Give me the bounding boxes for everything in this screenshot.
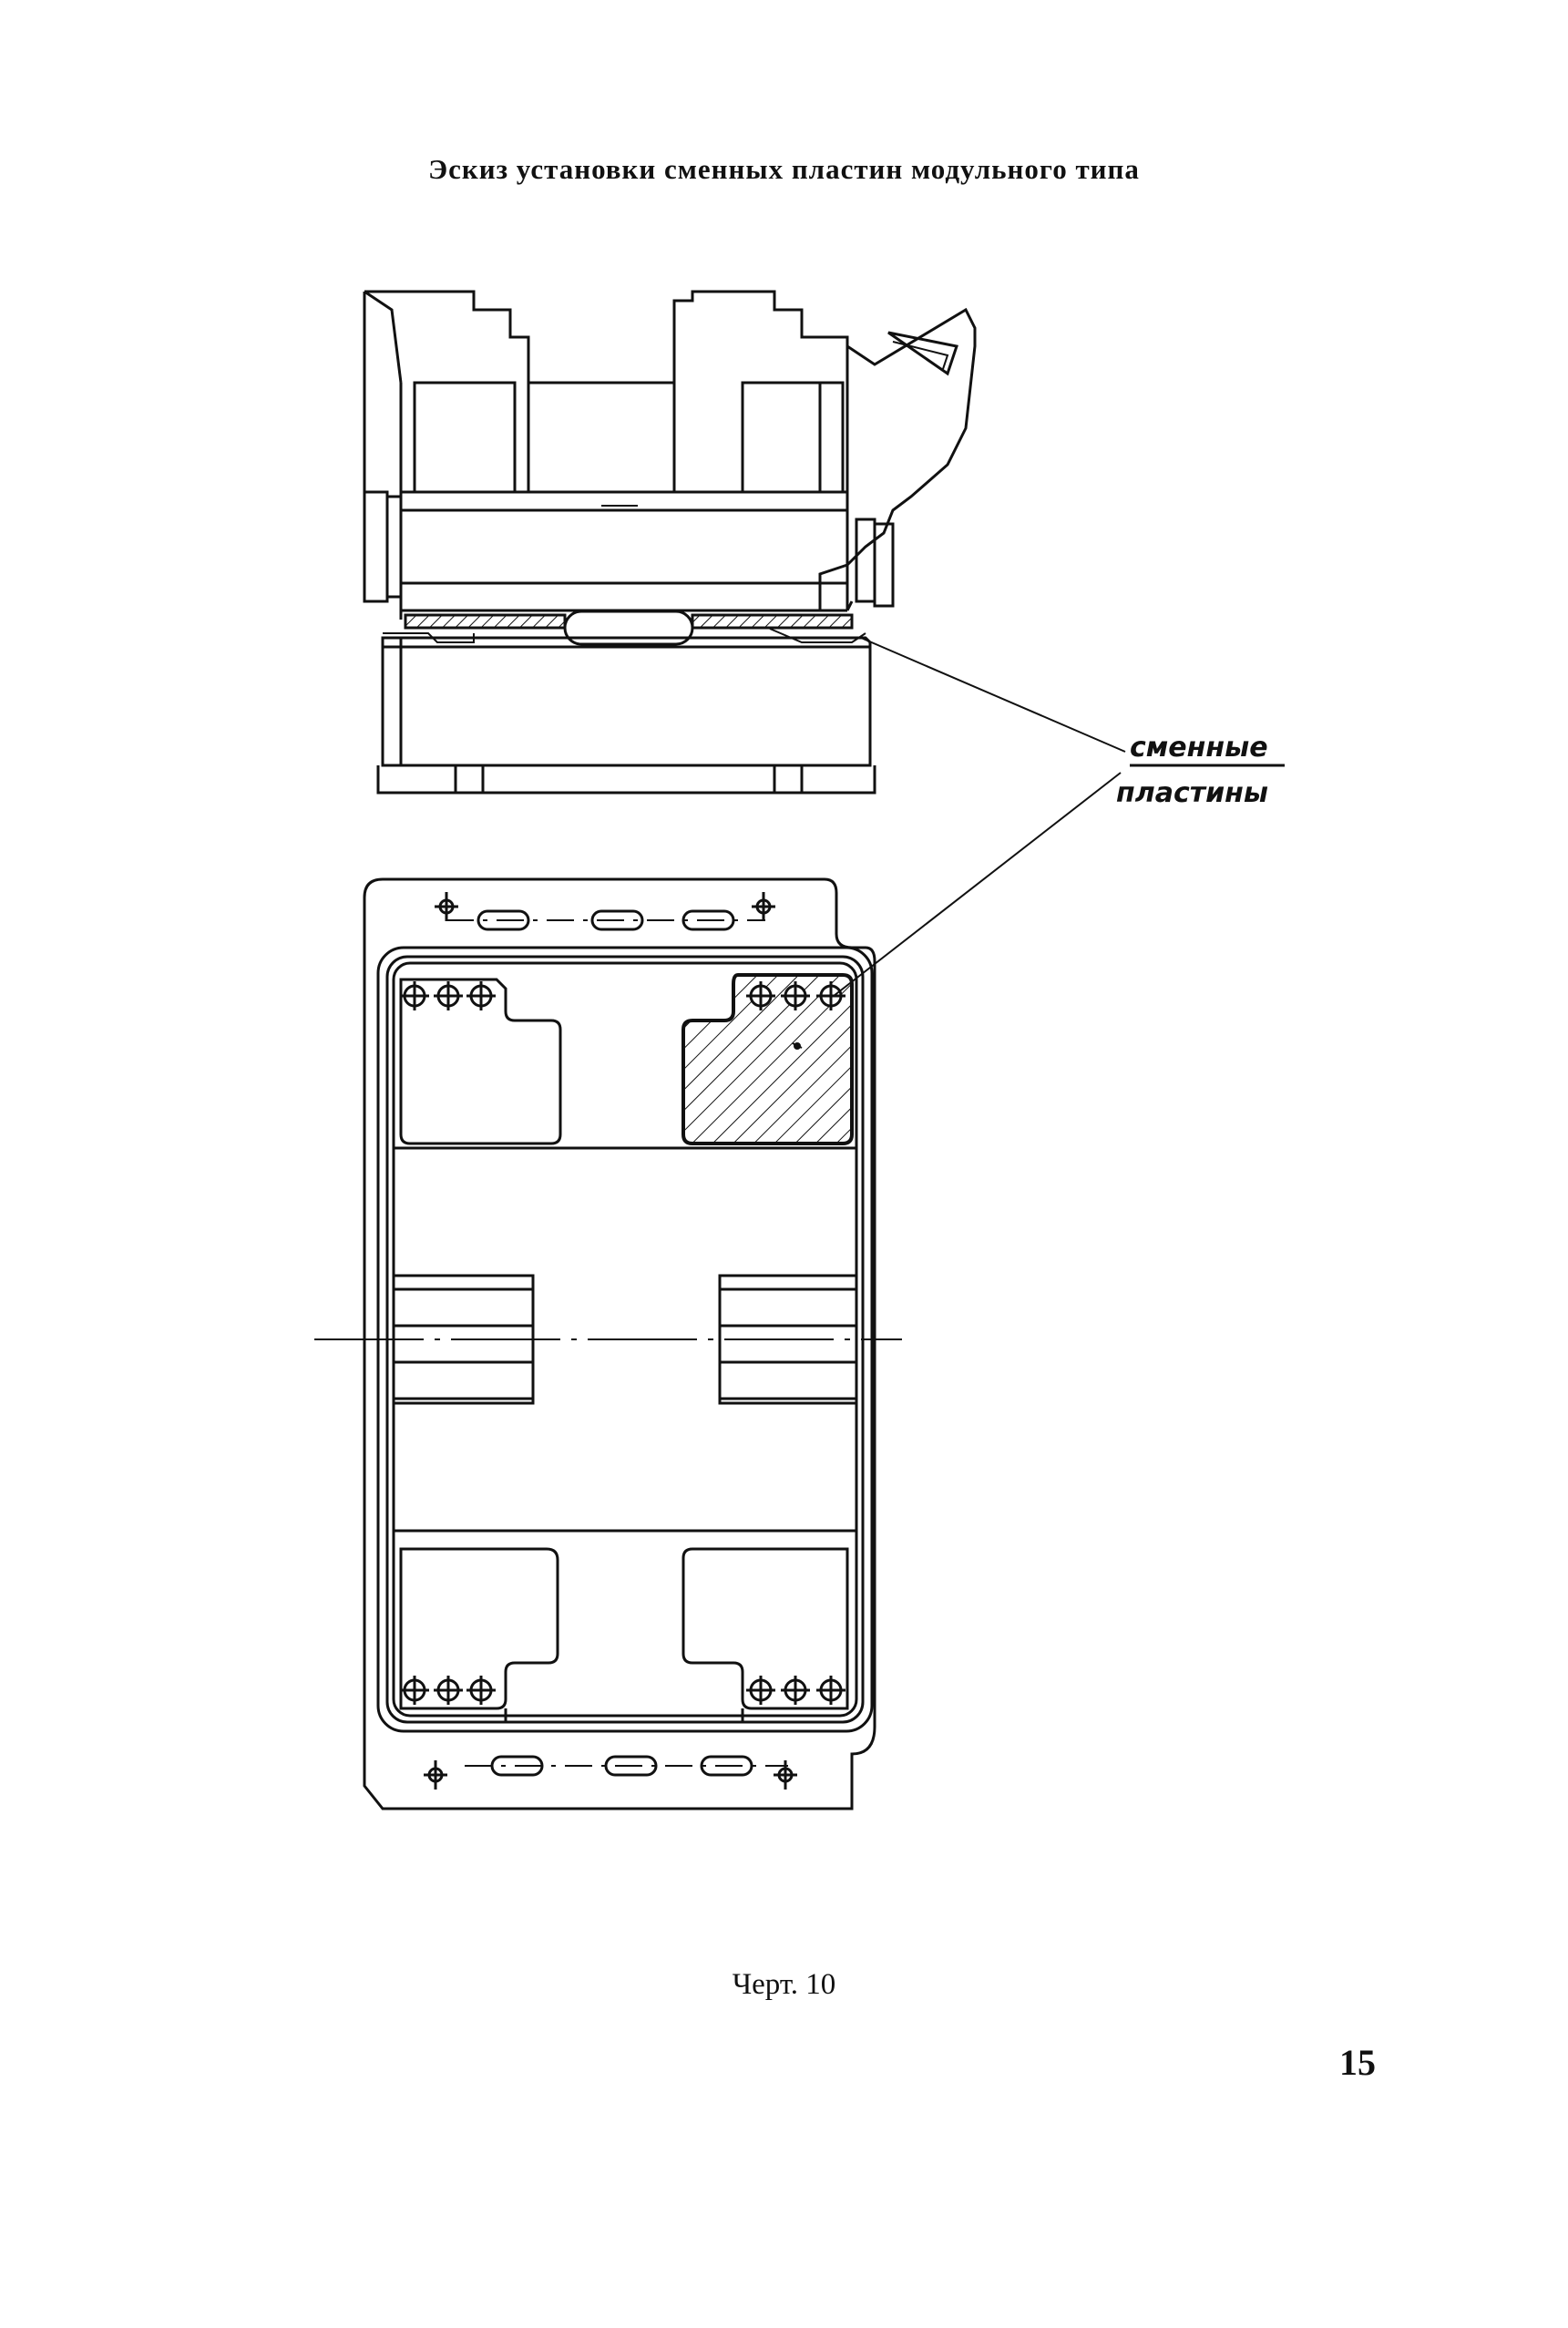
bolt-hole: [746, 981, 775, 1010]
bolt-hole: [434, 1676, 463, 1705]
callout-label-line2: пластины: [1116, 777, 1268, 809]
callout-leaders: [792, 637, 1126, 1050]
pin-hole: [774, 1760, 797, 1790]
slots: [446, 909, 788, 1777]
page-number: 15: [1339, 2042, 1376, 2083]
bolt-hole: [434, 981, 463, 1010]
bolt-hole: [466, 1676, 496, 1705]
pin-hole: [752, 892, 775, 921]
pin-hole: [424, 1760, 447, 1790]
callout-label: сменные пластины: [1116, 732, 1285, 809]
die-set-elevation: [363, 290, 977, 795]
bolt-hole: [466, 981, 496, 1010]
page-title: Эскиз установки сменных пластин модульно…: [428, 153, 1140, 185]
bolt-hole: [400, 981, 429, 1010]
bolt-hole: [781, 981, 810, 1010]
bolt-hole: [400, 1676, 429, 1705]
callout-label-line1: сменные: [1130, 732, 1268, 764]
bolt-hole: [746, 1676, 775, 1705]
bolt-hole: [816, 981, 845, 1010]
pin-hole: [435, 892, 458, 921]
bolt-hole: [781, 1676, 810, 1705]
figure-caption: Черт. 10: [732, 1968, 836, 2001]
die-plan-view: [314, 877, 902, 1810]
bolt-holes: [400, 892, 845, 1790]
bolt-hole: [816, 1676, 845, 1705]
